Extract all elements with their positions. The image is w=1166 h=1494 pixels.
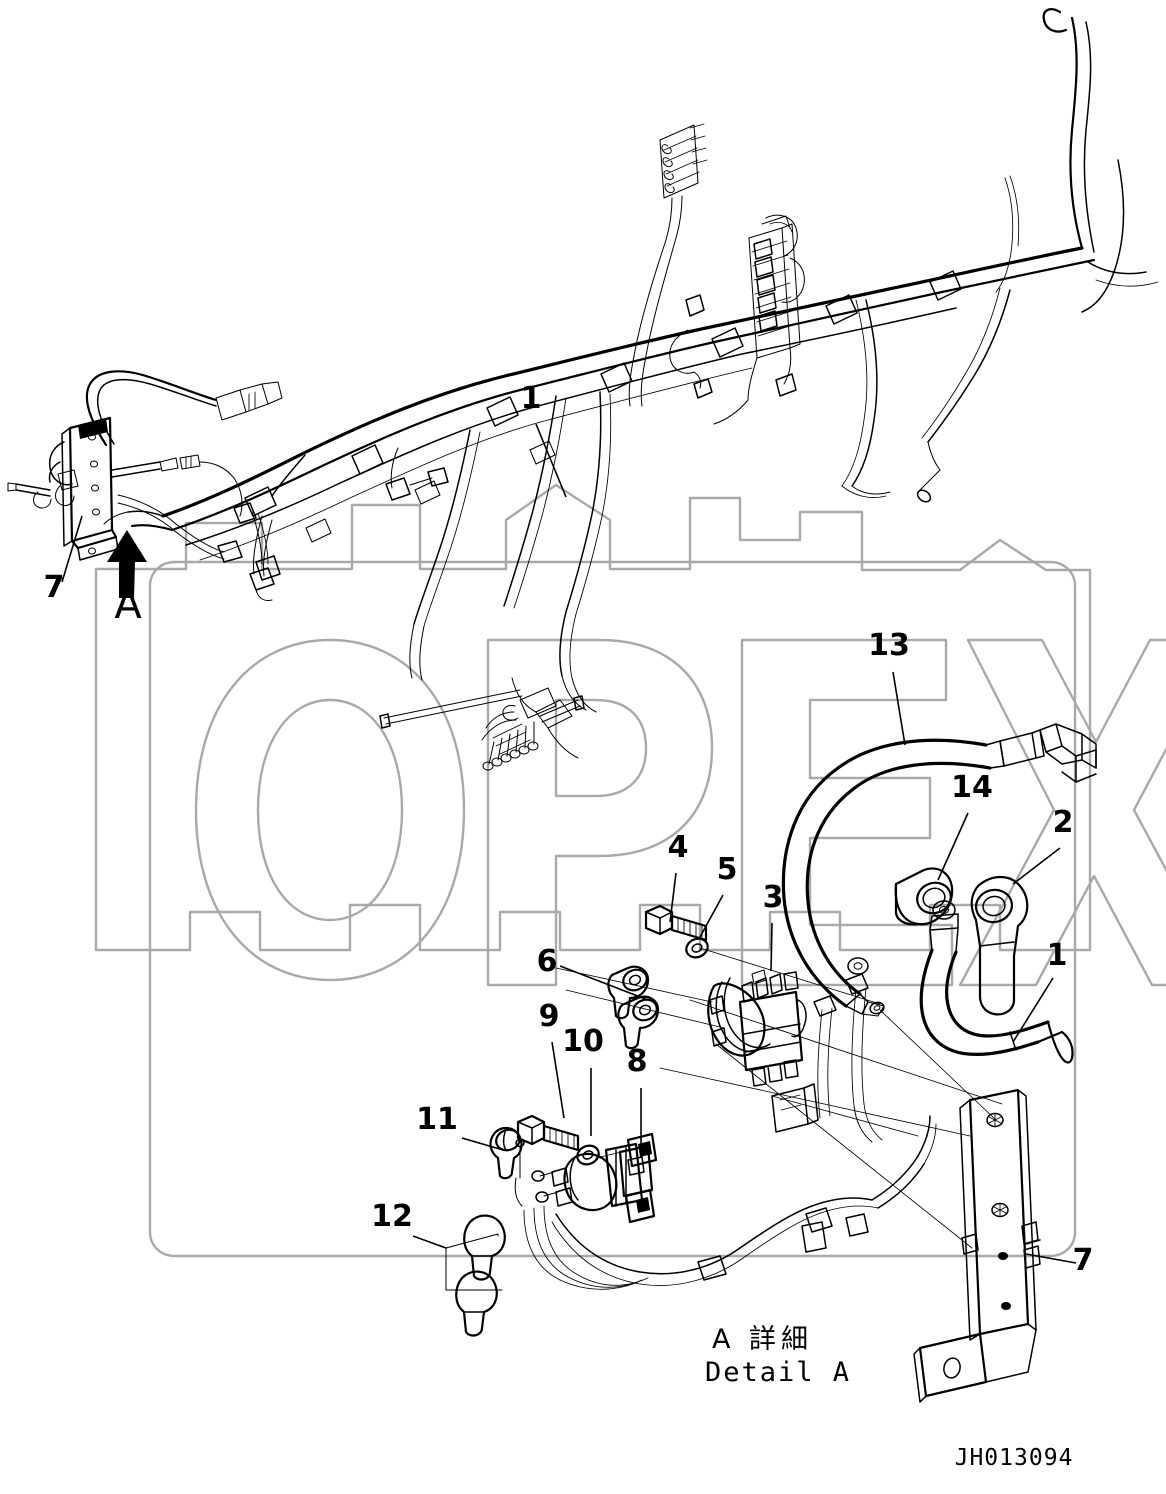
callout-3: 3 xyxy=(763,880,784,915)
detail-title-en: Detail A xyxy=(705,1357,851,1388)
view-arrow-a-icon xyxy=(107,530,147,598)
leader-1 xyxy=(535,423,567,498)
cable-end-boot-14 xyxy=(894,867,954,926)
harness-clamp xyxy=(351,444,384,475)
harness-clamp xyxy=(929,270,962,301)
callout-layer: 1 13 14 2 1 4 5 3 6 9 10 8 11 12 7 7 xyxy=(44,381,1094,1278)
callout-4: 4 xyxy=(668,830,689,865)
callout-11: 11 xyxy=(416,1102,458,1137)
leader-7a xyxy=(61,515,83,583)
callout-1: 1 xyxy=(521,381,542,416)
leader-7b xyxy=(1025,1253,1077,1264)
callout-12: 12 xyxy=(371,1199,413,1234)
callout-14: 14 xyxy=(951,770,993,805)
ring-terminal-pair-6 xyxy=(607,965,660,1050)
leader-2 xyxy=(1012,847,1061,885)
mounting-bracket-plate-7 xyxy=(659,999,1041,1403)
callout-2: 2 xyxy=(1053,805,1074,840)
rubber-boot-cover-pair-12 xyxy=(445,1214,506,1337)
hex-bolt-lower-9 xyxy=(516,1114,580,1152)
callout-5: 5 xyxy=(717,852,738,887)
leader-4 xyxy=(669,872,677,923)
callout-1-lower: 1 xyxy=(1047,938,1068,973)
harness-detail-lower xyxy=(523,957,937,1290)
leader-5 xyxy=(699,894,724,938)
leader-14 xyxy=(937,812,969,881)
leader-3 xyxy=(770,922,773,972)
harness-clamp xyxy=(711,327,744,358)
callout-6: 6 xyxy=(537,944,558,979)
harness-clamp xyxy=(486,396,519,427)
leader-13 xyxy=(892,671,906,746)
wiring-harness-main-assembly xyxy=(85,8,1159,771)
terminal-boot-right-angle-2 xyxy=(970,875,1029,1016)
connector-fanout-lower xyxy=(379,675,597,771)
rubber-cap-small-11 xyxy=(489,1126,523,1180)
leader-11 xyxy=(461,1137,504,1151)
leader-6 xyxy=(559,965,649,1001)
leader-12 xyxy=(412,1235,447,1249)
callout-9: 9 xyxy=(539,999,560,1034)
view-label-a: A xyxy=(114,582,142,628)
wiring-harness-lower-right-1 xyxy=(919,900,1074,1064)
drawing-number: JH013094 xyxy=(955,1445,1074,1471)
flat-washer-upper-5 xyxy=(685,937,709,959)
connector-multipin-upper xyxy=(659,123,708,241)
hex-bolt-upper-4 xyxy=(644,904,708,942)
harness-clamp xyxy=(244,486,277,517)
detail-title-jp: A 詳細 xyxy=(712,1324,813,1355)
connector-top-left xyxy=(215,381,283,421)
watermark-opex xyxy=(94,483,1166,1258)
callout-13: 13 xyxy=(868,628,910,663)
callout-8: 8 xyxy=(627,1044,648,1079)
mounting-bracket-upper-left xyxy=(7,416,281,598)
battery-cable-assembly-13 xyxy=(781,723,1097,1017)
callout-10: 10 xyxy=(562,1024,604,1059)
harness-clamp xyxy=(825,294,858,325)
callout-7-lower: 7 xyxy=(1073,1243,1094,1278)
connector-block-center xyxy=(748,214,805,359)
flat-washer-lower-10 xyxy=(576,1144,600,1166)
starter-relay-solenoid-3 xyxy=(707,969,807,1087)
leader-9 xyxy=(551,1041,565,1119)
leader-1b xyxy=(1012,977,1054,1043)
callout-7-upper: 7 xyxy=(44,570,65,605)
harness-clamp xyxy=(600,362,633,393)
